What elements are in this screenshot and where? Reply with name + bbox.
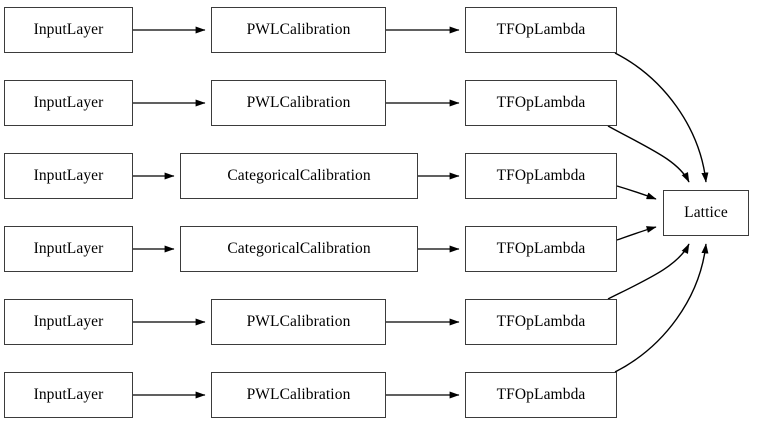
edge-to-lattice-2 <box>607 125 690 183</box>
node-input-layer-2-label: InputLayer <box>33 93 104 111</box>
edge-to-lattice-3 <box>616 185 657 200</box>
node-tf-op-lambda-6-label: TFOpLambda <box>496 385 586 403</box>
node-calibration-6[interactable]: PWLCalibration <box>211 372 386 418</box>
straight-edges-group <box>133 26 460 399</box>
node-input-layer-2[interactable]: InputLayer <box>4 80 133 126</box>
node-tf-op-lambda-5-label: TFOpLambda <box>496 312 586 330</box>
node-input-layer-6[interactable]: InputLayer <box>4 372 133 418</box>
node-input-layer-5-label: InputLayer <box>33 312 104 330</box>
node-tf-op-lambda-5[interactable]: TFOpLambda <box>465 299 617 345</box>
node-tf-op-lambda-3-label: TFOpLambda <box>496 166 586 184</box>
node-tf-op-lambda-4[interactable]: TFOpLambda <box>465 226 617 272</box>
node-tf-op-lambda-2-label: TFOpLambda <box>496 93 586 111</box>
node-calibration-4[interactable]: CategoricalCalibration <box>180 226 418 272</box>
node-tf-op-lambda-3[interactable]: TFOpLambda <box>465 153 617 199</box>
edge-to-lattice-5 <box>607 243 690 300</box>
node-input-layer-4-label: InputLayer <box>33 239 104 257</box>
node-calibration-1[interactable]: PWLCalibration <box>211 7 386 53</box>
node-lattice[interactable]: Lattice <box>663 190 749 236</box>
node-input-layer-4[interactable]: InputLayer <box>4 226 133 272</box>
node-input-layer-6-label: InputLayer <box>33 385 104 403</box>
edge-to-lattice-1 <box>614 52 709 183</box>
node-calibration-4-label: CategoricalCalibration <box>227 239 371 257</box>
node-tf-op-lambda-2[interactable]: TFOpLambda <box>465 80 617 126</box>
edge-to-lattice-6 <box>614 243 709 373</box>
node-calibration-6-label: PWLCalibration <box>246 385 351 403</box>
edge-to-lattice-4 <box>616 226 657 241</box>
node-calibration-5-label: PWLCalibration <box>246 312 351 330</box>
lattice-edges-group <box>607 52 709 373</box>
node-input-layer-5[interactable]: InputLayer <box>4 299 133 345</box>
node-input-layer-1-label: InputLayer <box>33 20 104 38</box>
node-tf-op-lambda-1-label: TFOpLambda <box>496 20 586 38</box>
node-input-layer-3[interactable]: InputLayer <box>4 153 133 199</box>
node-input-layer-1[interactable]: InputLayer <box>4 7 133 53</box>
node-calibration-3[interactable]: CategoricalCalibration <box>180 153 418 199</box>
node-calibration-5[interactable]: PWLCalibration <box>211 299 386 345</box>
node-tf-op-lambda-6[interactable]: TFOpLambda <box>465 372 617 418</box>
node-tf-op-lambda-4-label: TFOpLambda <box>496 239 586 257</box>
node-calibration-3-label: CategoricalCalibration <box>227 166 371 184</box>
node-calibration-1-label: PWLCalibration <box>246 20 351 38</box>
node-tf-op-lambda-1[interactable]: TFOpLambda <box>465 7 617 53</box>
node-calibration-2[interactable]: PWLCalibration <box>211 80 386 126</box>
node-calibration-2-label: PWLCalibration <box>246 93 351 111</box>
node-input-layer-3-label: InputLayer <box>33 166 104 184</box>
node-lattice-label: Lattice <box>684 203 728 221</box>
